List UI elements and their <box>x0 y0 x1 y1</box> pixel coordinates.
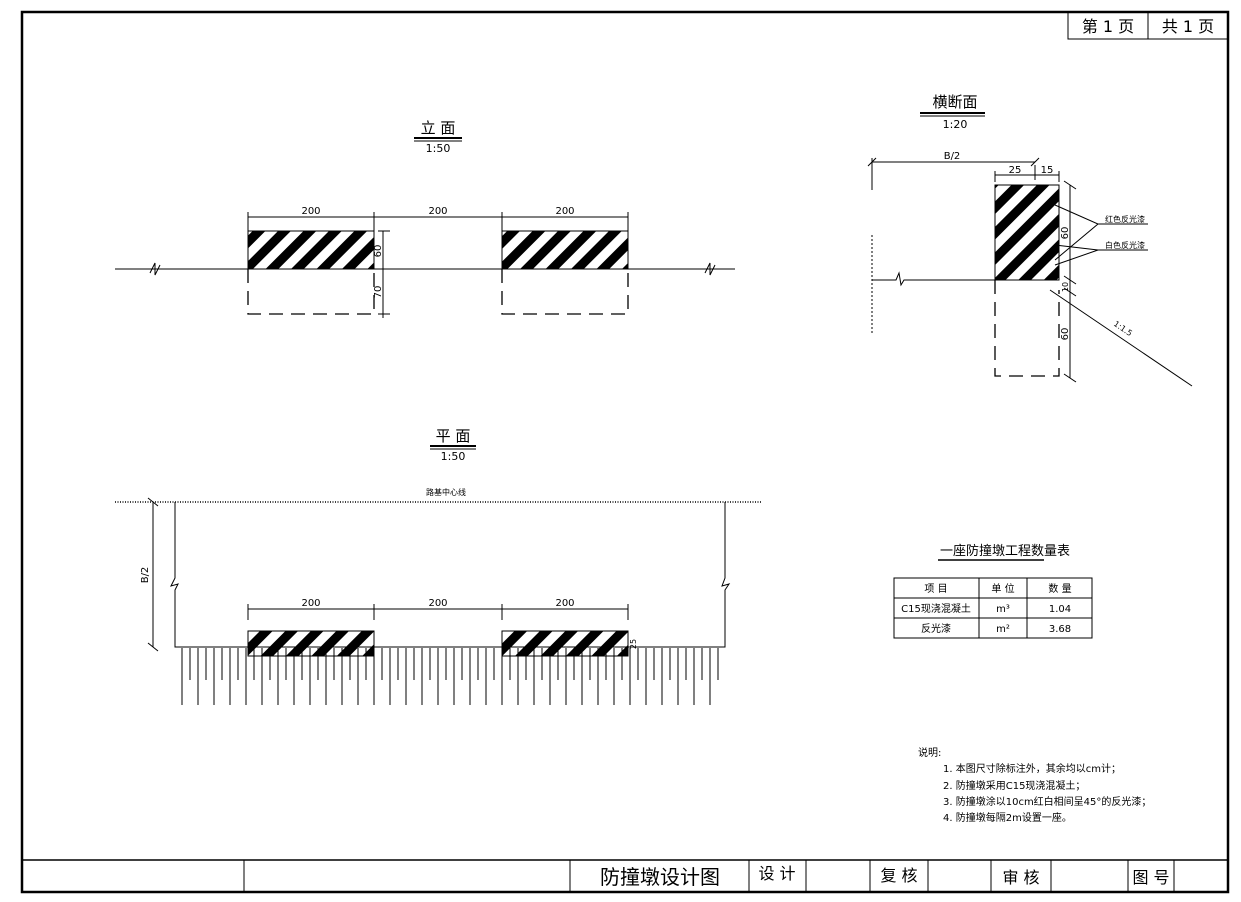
elevation-title: 立 面 <box>421 119 456 137</box>
note-item: 1. 本图尺寸除标注外，其余均以cm计； <box>943 762 1121 775</box>
note-item: 2. 防撞墩采用C15现浇混凝土； <box>943 779 1085 792</box>
barrier-block <box>247 230 375 270</box>
dim-label: 60 <box>1060 328 1071 341</box>
section-scale: 1:20 <box>943 118 968 131</box>
barrier-block <box>501 230 629 270</box>
dim-label: 200 <box>555 206 574 217</box>
review-label: 审 核 <box>1002 868 1039 887</box>
dim-label: 25 <box>1009 165 1022 176</box>
barrier-section <box>994 184 1060 281</box>
elevation-scale: 1:50 <box>426 142 451 155</box>
plan-view: 平 面 1:50 路基中心线 B/2 200 200 200 25 <box>115 427 762 705</box>
dim-label: 10 <box>1061 282 1070 292</box>
white-paint-label: 白色反光漆 <box>1105 240 1145 250</box>
table-cell: 反光漆 <box>921 622 951 635</box>
quantity-table: 一座防撞墩工程数量表 项 目 单 位 数 量 C15现浇混凝土 m³ 1.04 … <box>893 543 1093 639</box>
dim-label: 60 <box>1060 227 1071 240</box>
table-header: 单 位 <box>991 582 1014 595</box>
table-header: 数 量 <box>1048 582 1071 595</box>
cross-section-view: 横断面 1:20 B/2 25 15 60 10 60 1:1.5 红色反光漆 … <box>867 93 1193 387</box>
dim-label: 200 <box>428 206 447 217</box>
table-title: 一座防撞墩工程数量表 <box>940 543 1070 559</box>
table-cell: C15现浇混凝土 <box>901 602 971 615</box>
page-label: 第 1 页 <box>1082 17 1134 36</box>
total-pages-label: 共 1 页 <box>1162 17 1214 36</box>
elevation-view: 立 面 1:50 200 200 200 60 70 <box>115 119 735 318</box>
sheet-border <box>20 10 1230 894</box>
table-cell: m² <box>996 624 1010 635</box>
dim-label: 200 <box>428 598 447 609</box>
dim-label: 200 <box>301 598 320 609</box>
dim-label: B/2 <box>140 567 151 584</box>
notes: 说明: 1. 本图尺寸除标注外，其余均以cm计； 2. 防撞墩采用C15现浇混凝… <box>918 746 1151 824</box>
dim-label: 60 <box>373 245 384 258</box>
design-label: 设 计 <box>758 864 795 883</box>
note-item: 3. 防撞墩涂以10cm红白相间呈45°的反光漆； <box>943 795 1151 808</box>
table-cell: m³ <box>996 604 1010 615</box>
page-number-box: 第 1 页 共 1 页 <box>1067 11 1229 40</box>
table-cell: 1.04 <box>1049 604 1071 615</box>
centerline-label: 路基中心线 <box>426 487 466 497</box>
barrier-block <box>247 630 375 657</box>
dim-label: B/2 <box>944 151 961 162</box>
barrier-block <box>501 630 629 657</box>
dim-label: 200 <box>555 598 574 609</box>
dim-label: 200 <box>301 206 320 217</box>
title-block: 防撞墩设计图 设 计 复 核 审 核 图 号 <box>22 859 1228 892</box>
slope-label: 1:1.5 <box>1112 319 1134 338</box>
plan-title: 平 面 <box>436 427 471 445</box>
drawing-number-label: 图 号 <box>1132 868 1169 887</box>
dim-label: 15 <box>1041 165 1054 176</box>
notes-heading: 说明: <box>918 746 941 759</box>
table-header: 项 目 <box>924 583 947 595</box>
section-title: 横断面 <box>932 93 977 111</box>
plan-scale: 1:50 <box>441 450 466 463</box>
red-paint-label: 红色反光漆 <box>1105 214 1145 224</box>
dim-label: 25 <box>629 639 638 649</box>
drawing-name: 防撞墩设计图 <box>600 865 720 889</box>
table-cell: 3.68 <box>1049 624 1071 635</box>
dim-label: 70 <box>373 286 384 299</box>
note-item: 4. 防撞墩每隔2m设置一座。 <box>943 811 1072 824</box>
check-label: 复 核 <box>880 866 917 885</box>
